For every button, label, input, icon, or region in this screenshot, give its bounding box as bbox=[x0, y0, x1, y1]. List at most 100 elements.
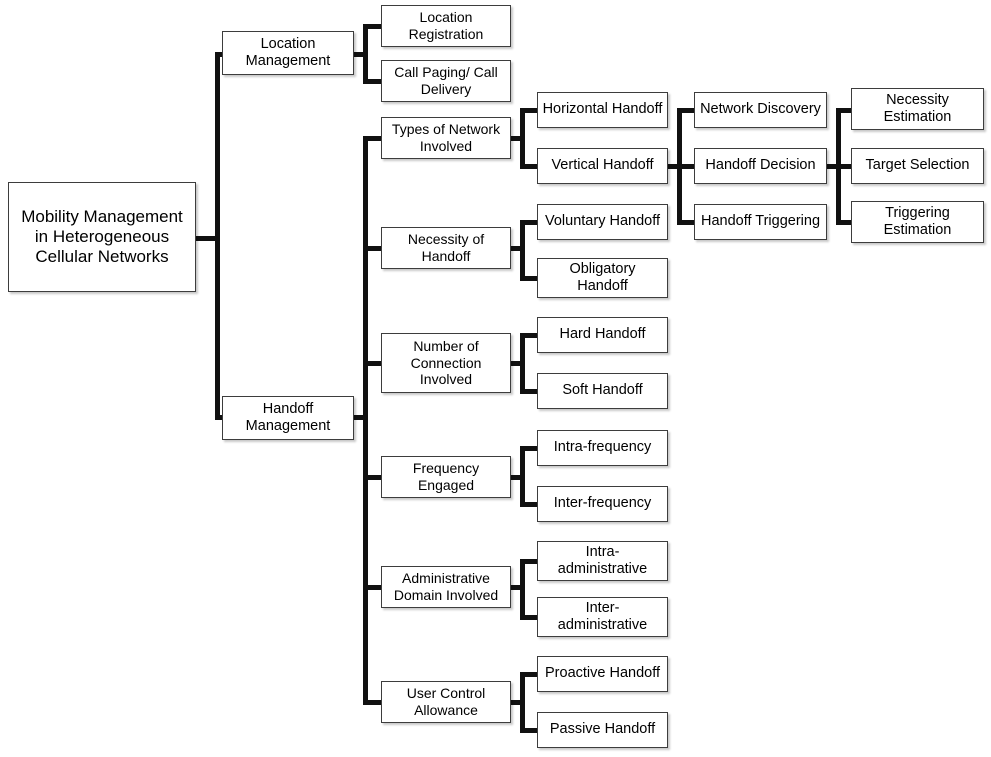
node-root-line-3: Cellular Networks bbox=[35, 247, 169, 267]
edge-to-user-control-allowance bbox=[363, 700, 383, 705]
node-triggering-estimation-label: Triggering Estimation bbox=[855, 205, 980, 239]
edge-to-administrative-domain-involved bbox=[363, 585, 383, 590]
node-network-discovery[interactable]: Network Discovery bbox=[694, 92, 827, 128]
node-inter-administrative-label: Inter- administrative bbox=[541, 600, 664, 634]
node-frequency-engaged-label: Frequency Engaged bbox=[385, 460, 507, 493]
node-number-of-connection-involved[interactable]: Number of Connection Involved bbox=[381, 333, 511, 393]
line-2: administrative bbox=[557, 617, 648, 633]
node-handoff-triggering-label: Handoff Triggering bbox=[700, 213, 821, 230]
node-target-selection-label: Target Selection bbox=[865, 157, 970, 174]
node-intra-frequency[interactable]: Intra-frequency bbox=[537, 430, 668, 466]
node-hard-handoff-label: Hard Handoff bbox=[559, 326, 646, 343]
line-1: Location bbox=[260, 35, 316, 52]
node-handoff-management[interactable]: Handoff Management bbox=[222, 396, 354, 440]
node-triggering-estimation[interactable]: Triggering Estimation bbox=[851, 201, 984, 243]
line-2: Registration bbox=[408, 26, 484, 42]
node-intra-administrative-label: Intra- administrative bbox=[541, 544, 664, 578]
edge-to-intra-administrative bbox=[520, 559, 540, 564]
line-1: Intra- bbox=[585, 543, 620, 560]
line-1: Number of bbox=[413, 338, 479, 355]
edge-number-of-connection-trunk bbox=[520, 333, 525, 391]
line-1: Necessity bbox=[886, 91, 949, 108]
edge-to-proactive-handoff bbox=[520, 672, 540, 677]
line-2: Domain Involved bbox=[393, 587, 499, 603]
edge-root-to-location-management bbox=[215, 52, 227, 57]
edge-to-necessity-estimation bbox=[836, 108, 854, 113]
node-necessity-estimation-label: Necessity Estimation bbox=[855, 92, 980, 126]
edge-to-passive-handoff bbox=[520, 728, 540, 733]
node-voluntary-handoff[interactable]: Voluntary Handoff bbox=[537, 204, 668, 240]
node-voluntary-handoff-label: Voluntary Handoff bbox=[544, 213, 660, 230]
edge-to-triggering-estimation bbox=[836, 220, 854, 225]
edge-administrative-domain-stub bbox=[511, 585, 525, 590]
node-handoff-triggering[interactable]: Handoff Triggering bbox=[694, 204, 827, 240]
node-user-control-allowance[interactable]: User Control Allowance bbox=[381, 681, 511, 723]
line-2: Engaged bbox=[417, 477, 475, 493]
edge-to-number-of-connection-involved bbox=[363, 361, 383, 366]
edge-to-handoff-decision bbox=[677, 164, 697, 169]
node-user-control-allowance-label: User Control Allowance bbox=[385, 685, 507, 718]
node-location-management-label: Location Management bbox=[226, 36, 350, 70]
node-call-paging-call-delivery[interactable]: Call Paging/ Call Delivery bbox=[381, 60, 511, 102]
node-soft-handoff[interactable]: Soft Handoff bbox=[537, 373, 668, 409]
node-root[interactable]: Mobility Management in Heterogeneous Cel… bbox=[8, 182, 196, 292]
line-1: Types of Network bbox=[391, 121, 501, 138]
edge-handoff-management-stub bbox=[354, 415, 368, 420]
edge-to-hard-handoff bbox=[520, 333, 540, 338]
node-root-label: Mobility Management in Heterogeneous Cel… bbox=[12, 207, 192, 267]
edge-to-obligatory-handoff bbox=[520, 276, 540, 281]
line-2: Allowance bbox=[414, 702, 478, 718]
edge-to-inter-frequency bbox=[520, 502, 540, 507]
edge-types-of-network-trunk bbox=[520, 108, 525, 168]
edge-necessity-of-handoff-trunk bbox=[520, 220, 525, 278]
node-obligatory-handoff[interactable]: Obligatory Handoff bbox=[537, 258, 668, 298]
edge-to-call-paging-call-delivery bbox=[363, 79, 383, 84]
node-inter-frequency[interactable]: Inter-frequency bbox=[537, 486, 668, 522]
node-necessity-estimation[interactable]: Necessity Estimation bbox=[851, 88, 984, 130]
line-2: Delivery bbox=[420, 81, 472, 97]
edge-handoff-decision-stub bbox=[827, 164, 841, 169]
node-types-of-network-involved[interactable]: Types of Network Involved bbox=[381, 117, 511, 159]
node-obligatory-handoff-label: Obligatory Handoff bbox=[541, 261, 664, 295]
node-passive-handoff-label: Passive Handoff bbox=[549, 721, 656, 738]
edge-to-location-registration bbox=[363, 24, 383, 29]
node-inter-frequency-label: Inter-frequency bbox=[553, 495, 652, 512]
edge-location-management-stub bbox=[354, 52, 368, 57]
node-intra-frequency-label: Intra-frequency bbox=[553, 439, 652, 456]
edge-types-of-network-stub bbox=[511, 136, 525, 141]
node-types-of-network-involved-label: Types of Network Involved bbox=[385, 121, 507, 154]
edge-to-handoff-triggering bbox=[677, 220, 697, 225]
node-inter-administrative[interactable]: Inter- administrative bbox=[537, 597, 668, 637]
node-administrative-domain-involved[interactable]: Administrative Domain Involved bbox=[381, 566, 511, 608]
node-frequency-engaged[interactable]: Frequency Engaged bbox=[381, 456, 511, 498]
node-intra-administrative[interactable]: Intra- administrative bbox=[537, 541, 668, 581]
edge-to-network-discovery bbox=[677, 108, 697, 113]
node-root-line-1: Mobility Management bbox=[21, 206, 183, 226]
node-number-of-connection-involved-label: Number of Connection Involved bbox=[385, 338, 507, 388]
edge-to-voluntary-handoff bbox=[520, 220, 540, 225]
node-handoff-decision[interactable]: Handoff Decision bbox=[694, 148, 827, 184]
node-passive-handoff[interactable]: Passive Handoff bbox=[537, 712, 668, 748]
line-1: Inter- bbox=[585, 599, 620, 616]
node-network-discovery-label: Network Discovery bbox=[700, 101, 821, 118]
node-hard-handoff[interactable]: Hard Handoff bbox=[537, 317, 668, 353]
line-3: Involved bbox=[419, 371, 473, 388]
edge-to-inter-administrative bbox=[520, 615, 540, 620]
line-1: Obligatory bbox=[569, 260, 636, 277]
edge-root-to-handoff-management bbox=[215, 415, 227, 420]
line-1: Triggering bbox=[885, 204, 950, 221]
node-necessity-of-handoff[interactable]: Necessity of Handoff bbox=[381, 227, 511, 269]
node-call-paging-call-delivery-label: Call Paging/ Call Delivery bbox=[385, 64, 507, 97]
edge-root-stub bbox=[196, 236, 220, 241]
edge-to-necessity-of-handoff bbox=[363, 246, 383, 251]
line-2: Handoff bbox=[421, 248, 471, 264]
node-proactive-handoff[interactable]: Proactive Handoff bbox=[537, 656, 668, 692]
node-vertical-handoff[interactable]: Vertical Handoff bbox=[537, 148, 668, 184]
node-location-management[interactable]: Location Management bbox=[222, 31, 354, 75]
line-2: Estimation bbox=[883, 222, 952, 238]
edge-root-trunk bbox=[215, 52, 220, 420]
node-horizontal-handoff[interactable]: Horizontal Handoff bbox=[537, 92, 668, 128]
node-target-selection[interactable]: Target Selection bbox=[851, 148, 984, 184]
node-location-registration[interactable]: Location Registration bbox=[381, 5, 511, 47]
